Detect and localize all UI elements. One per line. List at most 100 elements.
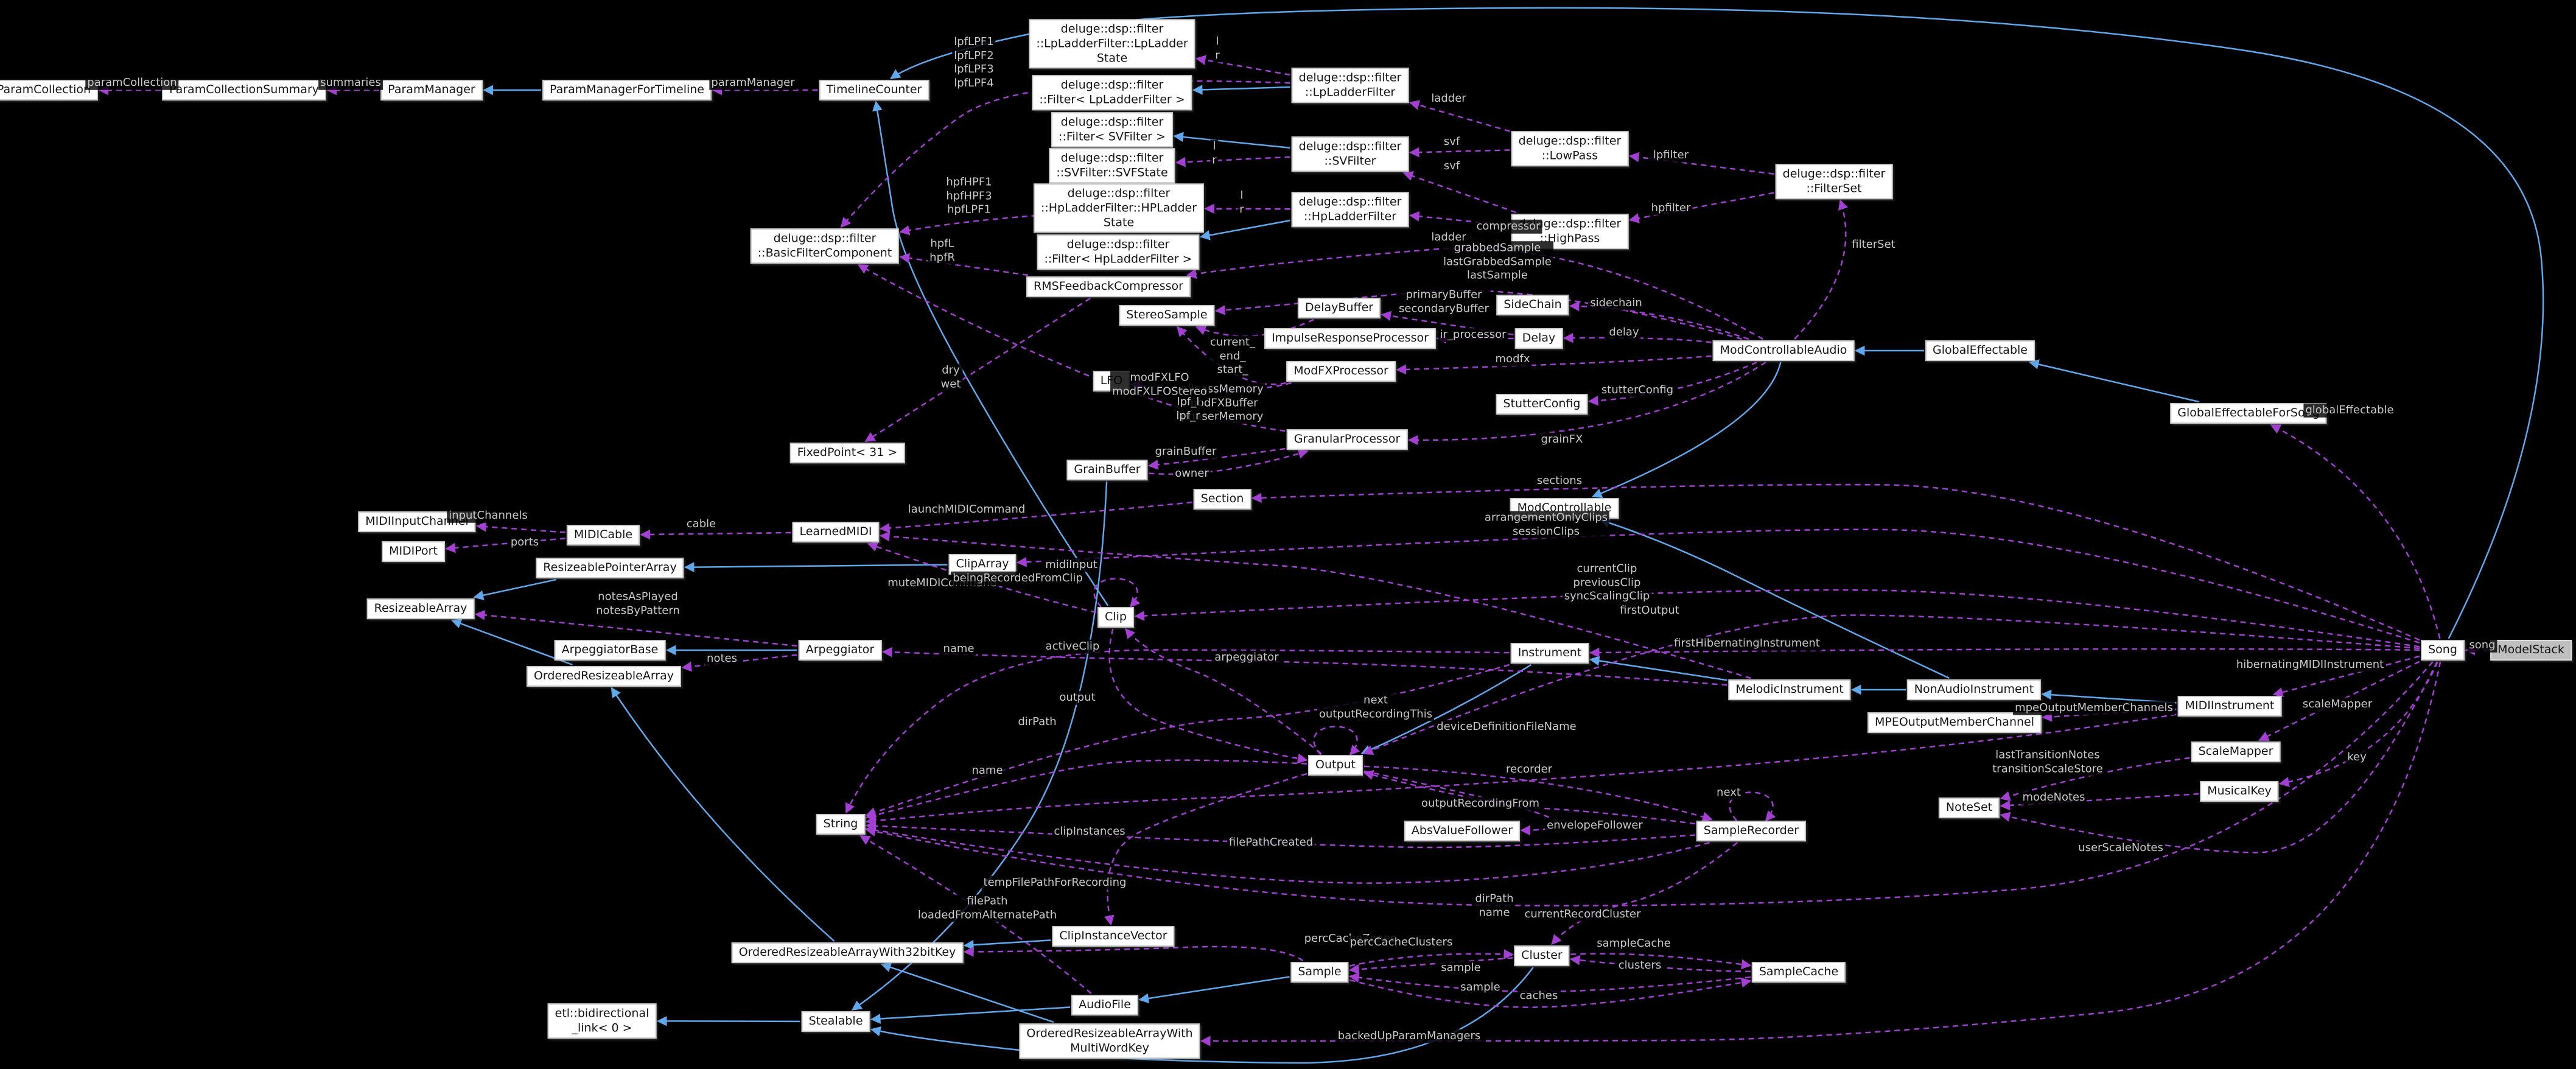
node-note-set[interactable]: NoteSet	[1938, 797, 2000, 818]
edge-label-currentClip: currentClip previousClip syncScalingClip	[1562, 562, 1652, 603]
node-resizeable-pointer-array[interactable]: ResizeablePointerArray	[536, 558, 684, 578]
edge-resizeable-pointer-array-resizeable-array	[473, 578, 557, 600]
edge-label-name: name	[941, 642, 976, 656]
node-side-chain[interactable]: SideChain	[1496, 295, 1569, 315]
node-non-audio-instrument[interactable]: NonAudioInstrument	[1906, 679, 2042, 700]
edge-label-dry: dry wet	[939, 363, 963, 391]
node-filter-set[interactable]: deluge::dsp::filter ::FilterSet	[1775, 164, 1893, 199]
edge-non-audio-instrument-mod-controllable	[1599, 517, 1950, 679]
node-param-manager-for-timeline[interactable]: ParamManagerForTimeline	[542, 80, 712, 100]
node-rms-feedback-compressor[interactable]: RMSFeedbackCompressor	[1026, 276, 1191, 297]
edge-sample-audio-file	[1138, 976, 1290, 1004]
node-delay[interactable]: Delay	[1514, 328, 1563, 349]
node-lp-ladder-filter[interactable]: deluge::dsp::filter ::LpLadderFilter	[1291, 68, 1409, 103]
node-section[interactable]: Section	[1193, 489, 1251, 510]
node-sample[interactable]: Sample	[1290, 962, 1349, 983]
node-stutter-config[interactable]: StutterConfig	[1496, 394, 1588, 415]
edge-label-dirPath: dirPath name	[1473, 892, 1516, 920]
node-delay-buffer[interactable]: DelayBuffer	[1297, 298, 1381, 318]
node-midi-cable[interactable]: MIDICable	[566, 525, 640, 545]
edge-sample-cache-cluster-clusters	[1569, 955, 1751, 973]
edge-sample-recorder-string-tempFilePathForRecording	[865, 825, 1710, 884]
node-learned-midi[interactable]: LearnedMIDI	[792, 522, 880, 542]
edge-ordered-resizeable-array-resizeable-array	[450, 619, 573, 666]
edge-label-dirPath: dirPath	[1016, 715, 1059, 729]
node-global-effectable-for-song[interactable]: GlobalEffectableForSong	[2170, 403, 2327, 424]
node-stealable[interactable]: Stealable	[801, 1011, 870, 1032]
node-param-manager[interactable]: ParamManager	[380, 80, 483, 100]
edge-stealable-etl-link	[656, 1015, 800, 1026]
node-melodic-instrument[interactable]: MelodicInstrument	[1728, 679, 1851, 700]
node-timeline-counter[interactable]: TimelineCounter	[819, 80, 929, 100]
edge-label-key: key	[2345, 750, 2368, 765]
node-resizeable-array[interactable]: ResizeableArray	[366, 598, 475, 619]
edge-label-paramCollection: paramCollection	[85, 75, 179, 90]
node-param-collection-summary[interactable]: ParamCollectionSummary	[161, 80, 327, 100]
edge-melodic-instrument-arpeggiator-arpeggiator	[881, 647, 1727, 686]
node-grain-buffer[interactable]: GrainBuffer	[1066, 460, 1148, 480]
node-model-stack[interactable]: ModelStack	[2490, 640, 2572, 661]
edge-label-midiInput: midiInput	[1043, 558, 1099, 572]
edge-ordered-multiword-ordered-32bit	[880, 962, 1054, 1023]
node-scale-mapper[interactable]: ScaleMapper	[2191, 741, 2281, 762]
edge-label-lpf_l: lpf_l lpf_r	[1174, 395, 1202, 423]
node-global-effectable[interactable]: GlobalEffectable	[1925, 340, 2035, 361]
node-filter-svf[interactable]: deluge::dsp::filter ::Filter< SVFilter >	[1051, 112, 1173, 147]
edge-label-globalEffectable: globalEffectable	[2303, 403, 2396, 418]
node-ordered-multiword[interactable]: OrderedResizeableArrayWith MultiWordKey	[1019, 1023, 1200, 1059]
node-ordered-resizeable-array[interactable]: OrderedResizeableArray	[526, 666, 682, 687]
edge-label-recorder: recorder	[1504, 762, 1554, 777]
node-filter-hp-ladder[interactable]: deluge::dsp::filter ::Filter< HpLadderFi…	[1037, 234, 1200, 270]
node-impulse-response-processor[interactable]: ImpulseResponseProcessor	[1264, 328, 1436, 349]
edge-label-next: next outputRecordingThis	[1317, 693, 1435, 721]
node-filter-lp-ladder[interactable]: deluge::dsp::filter ::Filter< LpLadderFi…	[1032, 75, 1192, 110]
node-arpeggiator[interactable]: Arpeggiator	[798, 640, 882, 661]
edge-label-outputRecordingFrom: outputRecordingFrom	[1419, 796, 1541, 811]
node-ordered-32bit[interactable]: OrderedResizeableArrayWith32bitKey	[731, 942, 964, 963]
node-lp-ladder-state[interactable]: deluge::dsp::filter ::LpLadderFilter::Lp…	[1029, 19, 1195, 69]
edge-song-note-set-userScaleNotes	[2000, 661, 2438, 853]
node-fixed-point[interactable]: FixedPoint< 31 >	[789, 443, 905, 463]
node-sample-cache[interactable]: SampleCache	[1751, 962, 1846, 983]
node-hp-ladder-filter[interactable]: deluge::dsp::filter ::HpLadderFilter	[1291, 192, 1409, 227]
node-audio-file[interactable]: AudioFile	[1071, 995, 1138, 1015]
node-modfx-processor[interactable]: ModFXProcessor	[1286, 361, 1396, 382]
edge-label-svf: svf	[1441, 159, 1462, 173]
node-sample-recorder[interactable]: SampleRecorder	[1696, 821, 1807, 841]
node-svfilter[interactable]: deluge::dsp::filter ::SVFilter	[1291, 136, 1409, 172]
edge-clip-learned-midi-muteMIDICommand	[867, 542, 1097, 614]
edge-label-l: l r	[1210, 139, 1219, 167]
node-param-collection[interactable]: ParamCollection	[0, 80, 99, 100]
node-output[interactable]: Output	[1308, 755, 1363, 776]
node-midi-port[interactable]: MIDIPort	[382, 541, 445, 562]
node-arpeggiator-base[interactable]: ArpeggiatorBase	[554, 640, 666, 661]
node-cluster[interactable]: Cluster	[1514, 945, 1570, 966]
node-clip-instance-vector[interactable]: ClipInstanceVector	[1052, 926, 1175, 947]
node-musical-key[interactable]: MusicalKey	[2200, 781, 2279, 802]
node-song[interactable]: Song	[2421, 640, 2465, 661]
node-etl-link[interactable]: etl::bidirectional _link< 0 >	[547, 1003, 657, 1039]
edge-label-beingRecordedFromClip: beingRecordedFromClip	[951, 571, 1085, 586]
node-instrument[interactable]: Instrument	[1510, 643, 1589, 664]
edge-label-hpfL: hpfL hpfR	[928, 237, 957, 265]
node-granular-processor[interactable]: GranularProcessor	[1286, 429, 1408, 450]
node-mod-controllable-audio[interactable]: ModControllableAudio	[1712, 340, 1855, 361]
edge-label-scaleMapper: scaleMapper	[2300, 697, 2375, 712]
edge-label-cable: cable	[684, 517, 718, 531]
node-abs-value-follower[interactable]: AbsValueFollower	[1404, 821, 1521, 841]
edge-label-modFXLFO: modFXLFO modFXLFOStereo	[1110, 371, 1209, 399]
edge-label-song: song	[2467, 638, 2497, 653]
node-clip[interactable]: Clip	[1097, 607, 1134, 628]
node-svf-state[interactable]: deluge::dsp::filter ::SVFilter::SVFState	[1049, 148, 1175, 183]
node-string[interactable]: String	[816, 814, 866, 835]
edge-label-sections: sections	[1535, 474, 1584, 488]
edge-instrument-string-name	[845, 649, 1510, 814]
node-mpe-output-member-channel[interactable]: MPEOutputMemberChannel	[1867, 712, 2042, 733]
node-stereo-sample[interactable]: StereoSample	[1119, 305, 1215, 326]
edge-label-stutterConfig: stutterConfig	[1599, 383, 1676, 398]
node-midi-instrument[interactable]: MIDIInstrument	[2177, 696, 2282, 717]
node-low-pass[interactable]: deluge::dsp::filter ::LowPass	[1511, 131, 1629, 166]
node-hp-ladder-state[interactable]: deluge::dsp::filter ::HpLadderFilter::HP…	[1033, 183, 1205, 233]
node-basic-filter-component[interactable]: deluge::dsp::filter ::BasicFilterCompone…	[750, 228, 900, 264]
